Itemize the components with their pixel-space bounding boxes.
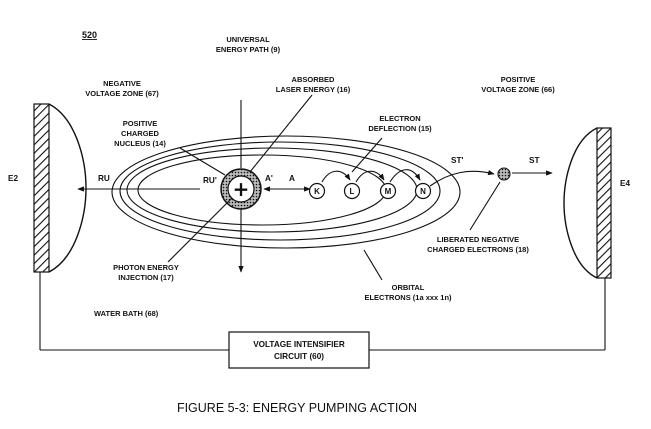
voltage-intensifier-box: VOLTAGE INTENSIFIER CIRCUIT (60) bbox=[228, 331, 370, 369]
water-bath-label: WATER BATH (68) bbox=[94, 309, 159, 318]
ru-label: RU bbox=[98, 174, 110, 183]
electron-deflection-paths bbox=[321, 169, 495, 187]
svg-text:L: L bbox=[350, 187, 355, 196]
absorbed-laser-line-2: LASER ENERGY (16) bbox=[276, 85, 351, 94]
positive-nucleus-line-2: CHARGED bbox=[121, 129, 160, 138]
positive-electrode-e4 bbox=[563, 127, 612, 279]
orbital-paths bbox=[111, 135, 461, 249]
absorbed-laser-line-1: ABSORBED bbox=[292, 75, 336, 84]
st-prime-label: ST' bbox=[451, 156, 463, 165]
positive-zone-line-2: VOLTAGE ZONE (66) bbox=[481, 85, 555, 94]
circuit-wires bbox=[39, 272, 606, 351]
a-label: A bbox=[289, 174, 295, 183]
electron-deflection-line-2: DEFLECTION (15) bbox=[368, 124, 432, 133]
photon-injection-line-1: PHOTON ENERGY bbox=[113, 263, 179, 272]
orbital-electron-m: M bbox=[379, 182, 397, 200]
orbital-electron-n: N bbox=[414, 182, 432, 200]
ru-prime-label: RU' bbox=[203, 176, 217, 185]
negative-zone-line-1: NEGATIVE bbox=[103, 79, 141, 88]
universal-path-line-2: ENERGY PATH (9) bbox=[216, 45, 281, 54]
leader-lines bbox=[167, 94, 501, 281]
electron-deflection-line-1: ELECTRON bbox=[379, 114, 420, 123]
liberated-electron-dot bbox=[497, 167, 511, 181]
a-prime-label: A' bbox=[265, 174, 273, 183]
orbital-electrons-line-1: ORBITAL bbox=[392, 283, 425, 292]
positive-zone-line-1: POSITIVE bbox=[501, 75, 536, 84]
positive-nucleus-line-1: POSITIVE bbox=[123, 119, 158, 128]
figure-number: 520 bbox=[82, 30, 97, 40]
positive-nucleus-line-3: NUCLEUS (14) bbox=[114, 139, 166, 148]
e4-label: E4 bbox=[620, 179, 630, 188]
svg-text:M: M bbox=[385, 187, 392, 196]
universal-path-line-1: UNIVERSAL bbox=[226, 35, 270, 44]
svg-text:N: N bbox=[420, 187, 426, 196]
flow-arrows bbox=[77, 100, 553, 273]
photon-injection-line-2: INJECTION (17) bbox=[118, 273, 174, 282]
st-label: ST bbox=[529, 156, 539, 165]
voltage-circuit-line-2: CIRCUIT (60) bbox=[274, 352, 324, 361]
nucleus-plus-symbol: + bbox=[233, 177, 250, 201]
orbital-electron-l: L bbox=[343, 182, 361, 200]
liberated-electrons-line-1: LIBERATED NEGATIVE bbox=[437, 235, 519, 244]
voltage-circuit-line-1: VOLTAGE INTENSIFIER bbox=[253, 340, 345, 349]
figure-caption: FIGURE 5-3: ENERGY PUMPING ACTION bbox=[177, 401, 417, 415]
svg-text:K: K bbox=[314, 187, 320, 196]
orbital-electron-k: K bbox=[308, 182, 326, 200]
e2-label: E2 bbox=[8, 174, 18, 183]
negative-zone-line-2: VOLTAGE ZONE (67) bbox=[85, 89, 159, 98]
orbital-electrons-line-2: ELECTRONS (1a xxx 1n) bbox=[364, 293, 452, 302]
negative-electrode-e2 bbox=[33, 103, 87, 273]
liberated-electrons-line-2: CHARGED ELECTRONS (18) bbox=[427, 245, 529, 254]
